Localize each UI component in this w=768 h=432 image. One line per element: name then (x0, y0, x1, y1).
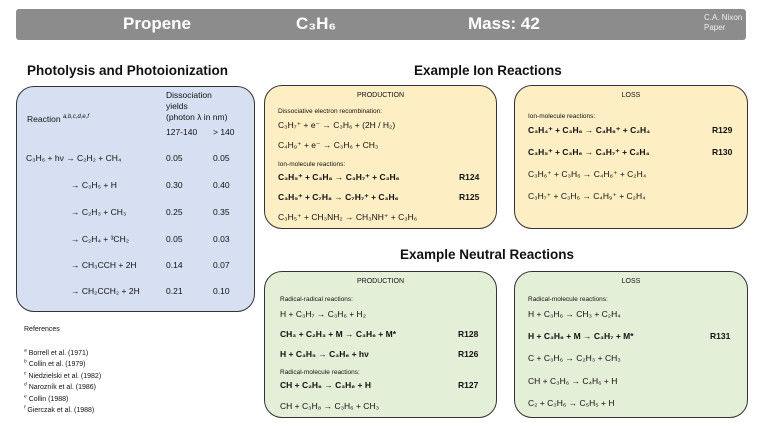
reference-item: b Collin et al. (1979) (24, 359, 86, 368)
reference-item: a Borrell et al. (1971) (24, 348, 89, 357)
neutral-loss-box: LOSS Radical-molecule reactions: H + C₃H… (514, 271, 748, 418)
photo-yield-2: 0.10 (213, 286, 230, 296)
reaction-id: R125 (459, 192, 480, 202)
credit-paper: Paper (704, 23, 726, 32)
ion-loss-reaction: C₃H₄⁺ + C₃H₆ → C₄H₆⁺ + C₂H₄ (528, 125, 651, 135)
ion-prod-reaction: C₃H₇⁺ + e⁻ → C₃H₆ + (2H / H₂) (278, 120, 396, 130)
molecule-formula: C₃H₆ (296, 14, 337, 33)
photo-yield-1: 0.30 (166, 180, 183, 190)
ion-title: Example Ion Reactions (414, 63, 562, 78)
ion-prod-reaction: C₃H₅⁺ + CH₃NH₂ → CH₃NH⁺ + C₃H₆ (278, 212, 418, 222)
photolysis-title: Photolysis and Photoionization (27, 63, 228, 78)
reference-item: f Gierczak et al. (1988) (24, 405, 95, 414)
neu-prod-reaction: CH + C₃H₈ → C₃H₆ + CH₃ (280, 401, 380, 411)
reaction-header: Reaction a,b,c,d,e,f (27, 114, 89, 124)
photo-reaction: → CH₃CCH + 2H (71, 260, 137, 270)
ion-loss-reaction: C₃H₅⁺ + C₃H₆ → C₄H₇⁺ + C₂H₄ (528, 147, 650, 157)
photo-yield-1: 0.14 (166, 260, 183, 270)
neu-prod-sub1: Radical-radical reactions: (280, 296, 353, 303)
neutral-title: Example Neutral Reactions (400, 247, 575, 262)
yield-header-1: Dissociation (166, 90, 212, 100)
reaction-id: R131 (710, 331, 731, 341)
reaction-header-text: Reaction (27, 114, 61, 124)
ref-mark: a (24, 348, 27, 354)
reference-item: d Narozník et al. (1986) (24, 382, 96, 391)
yield-header: Dissociation yields (photon λ in nm) (166, 90, 227, 123)
ion-production-box: PRODUCTION Dissociative electron recombi… (264, 85, 497, 229)
photo-yield-1: 0.05 (166, 153, 183, 163)
ion-loss-header: LOSS (621, 92, 641, 99)
title-banner: Propene C₃H₆ Mass: 42 C.A. Nixon Paper (16, 9, 746, 40)
ion-prod-sub2: Ion-molecule reactions: (278, 161, 346, 168)
reaction-id: R129 (712, 125, 733, 135)
neu-loss-reaction: H + C₃H₆ → CH₃ + C₂H₄ (528, 309, 621, 319)
neu-loss-sub1: Radical-molecule reactions: (528, 296, 608, 303)
ion-prod-sub1: Dissociative electron recombination: (278, 108, 383, 115)
credit-author: C.A. Nixon (704, 13, 743, 22)
neutral-loss-header: LOSS (621, 278, 641, 285)
photo-yield-2: 0.40 (213, 180, 230, 190)
ion-loss-box: LOSS Ion-molecule reactions: C₃H₄⁺ + C₃H… (514, 85, 748, 229)
reaction-id: R127 (458, 380, 479, 390)
ref-mark: f (24, 405, 26, 411)
ion-loss-sub1: Ion-molecule reactions: (528, 113, 596, 120)
neu-loss-reaction: C₂ + C₃H₆ → C₅H₅ + H (528, 398, 615, 408)
ref-text: Collin et al. (1979) (28, 361, 86, 368)
photo-yield-1: 0.05 (166, 234, 183, 244)
ion-prod-reaction: C₄H₉⁺ + e⁻ → C₃H₆ + CH₃ (278, 140, 379, 150)
neutral-production-box: PRODUCTION Radical-radical reactions: H … (264, 271, 497, 418)
ref-text: Gierczak et al. (1988) (27, 407, 95, 414)
reaction-id: R130 (712, 147, 733, 157)
ref-mark: c (24, 371, 27, 377)
photo-yield-2: 0.35 (213, 207, 230, 217)
photolysis-box: Reaction a,b,c,d,e,f Dissociation yields… (16, 86, 255, 312)
ref-mark: d (24, 382, 27, 388)
ref-text: Collin (1988) (28, 396, 69, 403)
reference-item: c Niedzielski et al. (1982) (24, 371, 102, 380)
col-header-2: > 140 (213, 127, 235, 137)
yield-header-3: (photon λ in nm) (166, 112, 228, 122)
ref-mark: e (24, 394, 27, 400)
photo-yield-2: 0.07 (213, 260, 230, 270)
neutral-production-header: PRODUCTION (356, 278, 405, 285)
neu-prod-sub2: Radical-molecule reactions: (280, 369, 360, 376)
col-header-1: 127-140 (166, 127, 198, 137)
neu-prod-reaction: H + C₃H₇ → C₃H₆ + H₂ (280, 309, 367, 319)
photo-yield-2: 0.03 (213, 234, 230, 244)
ion-prod-reaction: C₃H₅⁺ + C₇H₈ → C₇H₇⁺ + C₃H₆ (278, 192, 399, 202)
photo-reaction: → CH₂CCH₂ + 2H (71, 286, 140, 296)
molecule-name: Propene (123, 14, 192, 33)
yield-header-2: yields (166, 101, 188, 111)
neu-prod-reaction: CH₃ + C₂H₃ + M → C₃H₆ + M* (280, 329, 397, 339)
neu-loss-reaction: CH + C₃H₆ → C₄H₆ + H (528, 376, 618, 386)
photo-yield-2: 0.05 (213, 153, 230, 163)
credit: C.A. Nixon Paper (704, 13, 742, 33)
neu-loss-reaction: H + C₃H₆ + M → C₃H₇ + M* (528, 331, 634, 341)
ref-mark: b (24, 359, 27, 365)
ion-production-header: PRODUCTION (356, 92, 405, 99)
ion-prod-reaction: C₃H₅⁺ + C₃H₈ → C₃H₇⁺ + C₃H₆ (278, 172, 400, 182)
ion-loss-reaction: C₃H₇⁺ + C₃H₆ → C₄H₉⁺ + C₂H₄ (528, 191, 646, 201)
neu-loss-reaction: C + C₃H₆ → C₂H₃ + CH₃ (528, 353, 621, 363)
photo-reaction: → C₃H₅ + H (71, 180, 117, 190)
ref-text: Niedzielski et al. (1982) (28, 373, 102, 380)
neu-prod-reaction: H + C₃H₅ → C₃H₆ + hν (280, 349, 369, 359)
photo-yield-1: 0.25 (166, 207, 183, 217)
references-title: References (24, 326, 60, 333)
reaction-header-sup: a,b,c,d,e,f (62, 114, 90, 121)
reaction-id: R128 (458, 329, 479, 339)
photo-reaction: C₃H₆ + hν → C₂H₂ + CH₄ (26, 153, 122, 163)
photo-reaction: → C₂H₃ + CH₃ (71, 207, 127, 217)
ref-text: Narozník et al. (1986) (28, 384, 96, 391)
neu-prod-reaction: CH + C₂H₆ → C₃H₆ + H (280, 380, 371, 390)
reference-item: e Collin (1988) (24, 394, 69, 403)
ion-loss-reaction: C₃H₆⁺ + C₃H₆ → C₄H₈⁺ + C₂H₄ (528, 169, 647, 179)
photo-yield-1: 0.21 (166, 286, 183, 296)
molecule-mass: Mass: 42 (468, 14, 540, 33)
ref-text: Borrell et al. (1971) (28, 350, 89, 357)
reaction-id: R124 (459, 172, 480, 182)
reaction-id: R126 (458, 349, 479, 359)
photo-reaction: → C₂H₄ + ³CH₂ (71, 234, 130, 244)
